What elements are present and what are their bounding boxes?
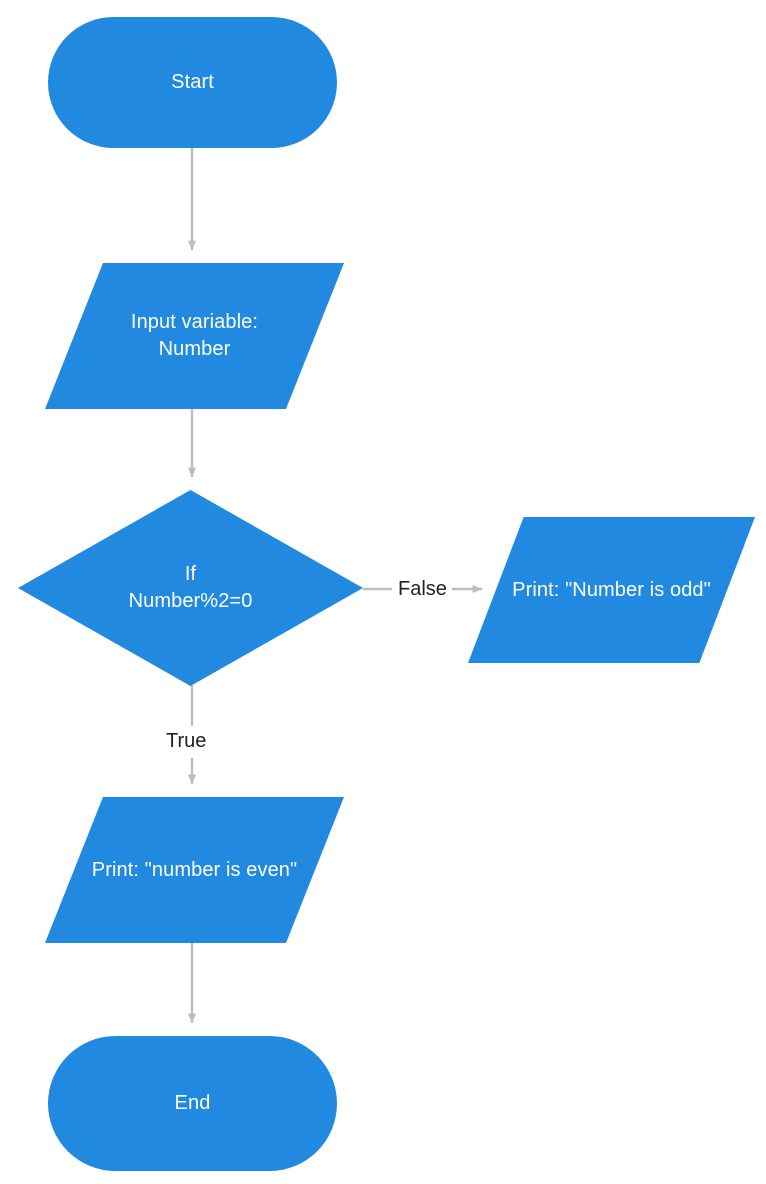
node-print-even-label: Print: "number is even" bbox=[91, 858, 298, 881]
node-start-label: Start bbox=[171, 71, 214, 93]
node-decision-modulo[interactable]: If Number%2=0 bbox=[18, 490, 363, 686]
edge-label-true: True bbox=[162, 729, 211, 753]
node-print-odd-label: Print: "Number is odd" bbox=[512, 578, 711, 601]
node-decision-modulo-label: If Number%2=0 bbox=[128, 563, 253, 612]
node-input-number-label: Input variable: Number bbox=[130, 311, 259, 360]
node-print-odd[interactable]: Print: "Number is odd" bbox=[468, 517, 755, 663]
node-start[interactable]: Start bbox=[48, 17, 337, 148]
node-end[interactable]: End bbox=[48, 1036, 337, 1171]
node-input-number[interactable]: Input variable: Number bbox=[45, 263, 344, 409]
node-print-even[interactable]: Print: "number is even" bbox=[45, 797, 344, 943]
edge-label-false: False bbox=[394, 577, 451, 601]
node-end-label: End bbox=[174, 1092, 211, 1114]
